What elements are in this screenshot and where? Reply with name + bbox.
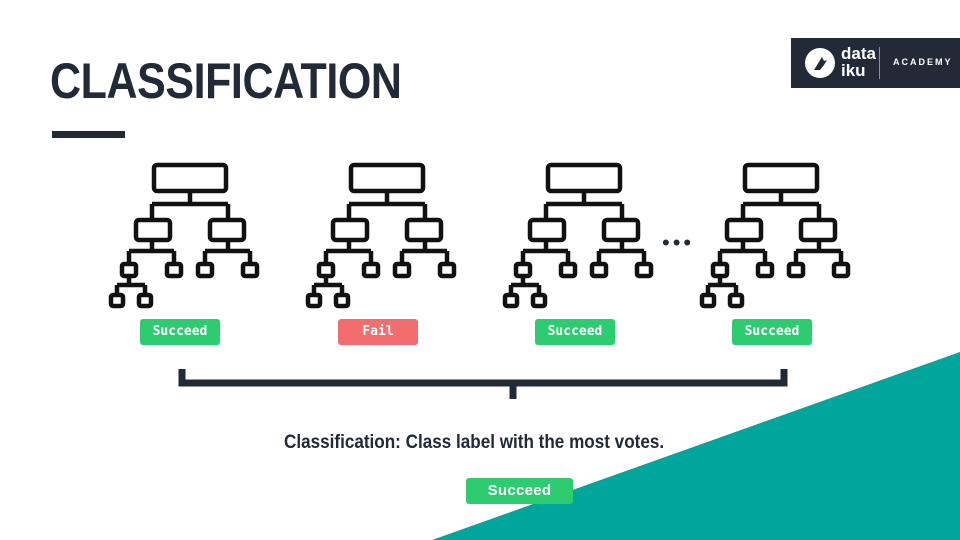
logo-line-1: data — [841, 44, 876, 63]
decision-tree-icon — [304, 162, 462, 312]
decision-tree-icon — [107, 162, 265, 312]
logo-divider — [879, 47, 880, 79]
classification-caption: Classification: Class label with the mos… — [284, 432, 665, 453]
logo-academy-label: ACADEMY — [893, 57, 953, 67]
bird-icon — [805, 48, 835, 78]
tree-vote-badge: Fail — [338, 319, 418, 345]
title-underline — [52, 131, 125, 138]
tree-vote-badge: Succeed — [140, 319, 220, 345]
tree-vote-badge: Succeed — [535, 319, 615, 345]
final-result-badge: Succeed — [466, 478, 573, 504]
logo-line-2: iku — [841, 61, 866, 80]
dataiku-academy-logo: data iku ACADEMY — [791, 38, 960, 88]
ellipsis: ••• — [662, 230, 695, 255]
tree-vote-badge: Succeed — [732, 319, 812, 345]
decision-tree-icon — [501, 162, 659, 312]
decision-tree-icon — [698, 162, 856, 312]
logo-wordmark: data iku — [841, 45, 876, 79]
page-title: CLASSIFICATION — [50, 53, 402, 109]
